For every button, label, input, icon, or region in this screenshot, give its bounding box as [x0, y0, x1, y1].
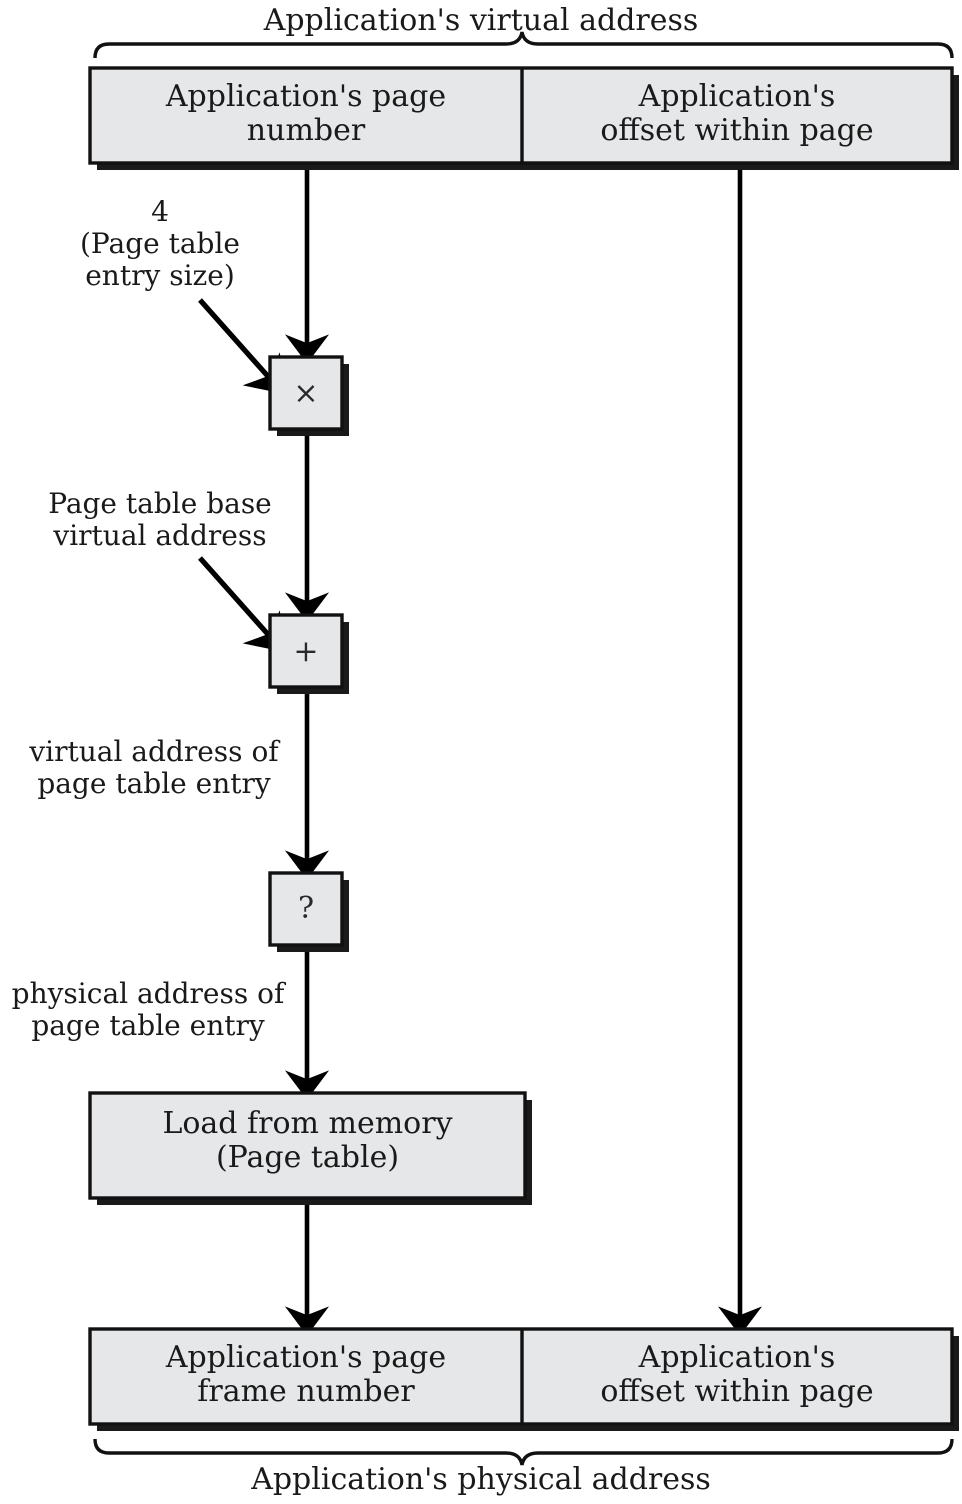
load-from-memory-label: Load from memory (Page table)	[162, 1106, 453, 1176]
question-icon: ?	[297, 891, 315, 926]
multiply-input-label: 4 (Page table entry size)	[80, 195, 240, 292]
page-title: Application's virtual address	[263, 3, 699, 38]
multiply-icon: ×	[293, 376, 319, 411]
arrow-entrysize-to-multiply	[198, 298, 284, 394]
add-input-label: Page table base virtual address	[48, 487, 272, 552]
physical-offset-label: Application's offset within page	[600, 1340, 874, 1410]
add-operator-box	[268, 613, 349, 694]
bottom-brace	[93, 1438, 954, 1466]
pte-virtual-address-label: virtual address of page table entry	[29, 735, 279, 800]
multiply-operator-box	[268, 355, 349, 436]
virtual-address-box	[88, 66, 959, 170]
bottom-caption: Application's physical address	[251, 1462, 711, 1497]
physical-address-box	[88, 1327, 959, 1431]
physical-frame-number-label: Application's page frame number	[165, 1340, 447, 1410]
pte-physical-address-label: physical address of page table entry	[11, 977, 285, 1042]
virtual-offset-label: Application's offset within page	[600, 79, 874, 149]
load-from-memory-rect	[88, 1091, 532, 1205]
arrow-base-to-add	[198, 556, 284, 652]
add-icon: +	[293, 634, 319, 669]
virtual-page-number-label: Application's page number	[165, 79, 447, 149]
unknown-operator-box	[268, 871, 349, 952]
top-brace	[93, 31, 954, 59]
